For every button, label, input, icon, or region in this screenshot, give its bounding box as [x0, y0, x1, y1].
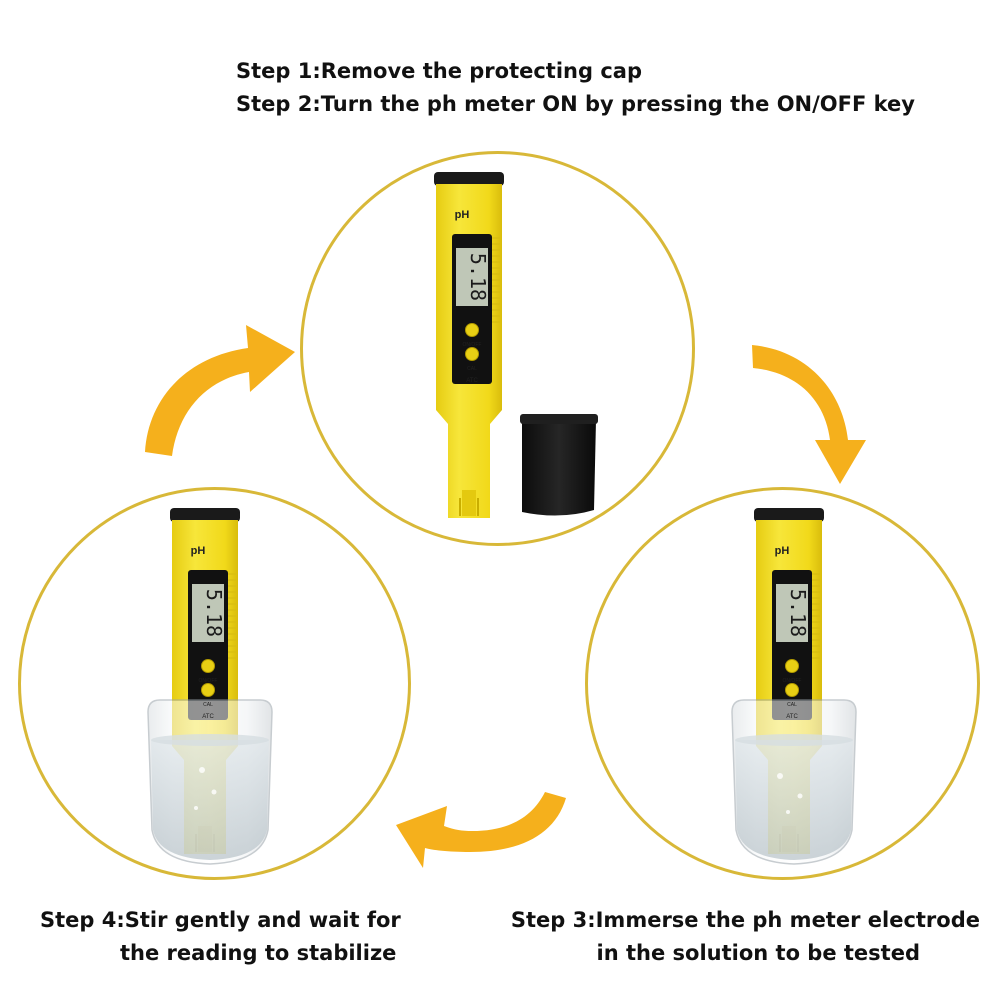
meter-on-off-label: ON/OFF [199, 678, 218, 684]
meter-cal-label: CAL [203, 702, 213, 708]
meter-atc-label: ATC [202, 714, 214, 720]
step3-line1-text: Step 3:Immerse the ph meter electrode [510, 908, 980, 932]
meter-on-off-label: ON/OFF [463, 342, 482, 348]
meter-labels-left: pH 5.18 ON/OFF CAL ATC [191, 545, 226, 720]
meter-atc-label: ATC [466, 378, 478, 384]
curved-arrow-icon [145, 325, 295, 456]
water-glass-icon [731, 699, 857, 865]
water-glass-icon [147, 699, 273, 865]
step1-text: Step 1:Remove the protecting cap [236, 59, 642, 83]
meter-cal-label: CAL [467, 366, 477, 372]
meter-atc-label: ATC [786, 714, 798, 720]
step4-line2-text: the reading to stabilize [120, 941, 397, 965]
step3-line2-text: in the solution to be tested [596, 941, 920, 965]
meter-ph-label: pH [775, 545, 790, 557]
step4-line1-text: Step 4:Stir gently and wait for [40, 908, 401, 932]
meter-ph-label: pH [191, 545, 206, 557]
meter-labels-right: pH 5.18 ON/OFF CAL ATC [775, 545, 810, 720]
step2-text: Step 2:Turn the ph meter ON by pressing … [236, 92, 915, 116]
meter-labels-top: pH 5.18 ON/OFF CAL ATC [455, 209, 490, 384]
meter-reading: 5.18 [466, 253, 490, 301]
meter-ph-label: pH [455, 209, 470, 221]
meter-reading: 5.18 [202, 589, 226, 637]
curved-arrow-icon [752, 345, 866, 484]
curved-arrow-icon [396, 792, 566, 868]
meter-reading: 5.18 [786, 589, 810, 637]
meter-cal-label: CAL [787, 702, 797, 708]
meter-on-off-label: ON/OFF [783, 678, 802, 684]
protective-cap-icon [520, 414, 598, 516]
